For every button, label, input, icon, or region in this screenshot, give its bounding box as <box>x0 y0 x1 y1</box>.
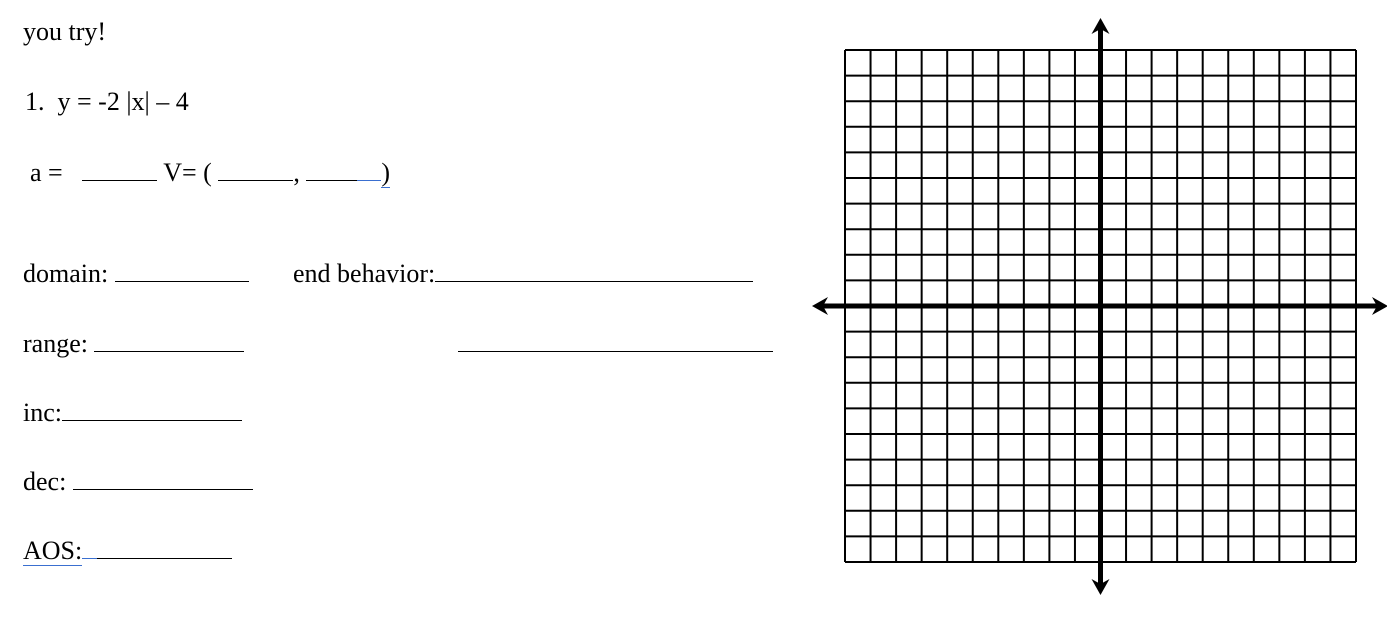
range-label: range: <box>23 329 88 358</box>
problem-number: 1. <box>25 87 45 116</box>
end-behavior-label: end behavior: <box>293 259 436 288</box>
range-row: range: <box>23 327 245 359</box>
dec-row: dec: <box>23 465 253 497</box>
dec-blank[interactable] <box>72 465 253 490</box>
parameters-row: a = V= ( , ) <box>30 156 391 188</box>
domain-row: domain: <box>23 257 249 289</box>
range-blank[interactable] <box>94 327 245 352</box>
y-axis-up-arrow-icon <box>1091 18 1110 34</box>
inc-blank[interactable] <box>62 396 242 421</box>
a-label: a = <box>30 158 63 187</box>
problem-1: 1. y = -2 |x| – 4 <box>25 87 189 117</box>
inc-label: inc: <box>23 398 62 427</box>
end-behavior-row: end behavior: <box>293 257 754 289</box>
end-behavior-row-2 <box>458 327 773 359</box>
end-behavior-blank-2[interactable] <box>458 327 773 352</box>
y-axis-down-arrow-icon <box>1091 579 1110 595</box>
problem-equation: y = -2 |x| – 4 <box>57 87 189 116</box>
vertex-x-blank[interactable] <box>218 156 294 181</box>
aos-label: AOS: <box>23 536 83 566</box>
end-behavior-blank-1[interactable] <box>435 257 754 282</box>
vertex-comma: , <box>293 158 300 187</box>
vertex-close: ) <box>381 158 391 188</box>
a-blank[interactable] <box>82 156 158 181</box>
x-axis-right-arrow-icon <box>1372 297 1387 315</box>
x-axis-left-arrow-icon <box>812 297 828 315</box>
vertex-y-blank[interactable] <box>306 157 382 181</box>
worksheet-heading: you try! <box>23 17 107 46</box>
aos-blank[interactable] <box>82 535 233 559</box>
vertex-label: V= ( <box>163 158 212 187</box>
domain-label: domain: <box>23 259 109 288</box>
dec-label: dec: <box>23 467 67 496</box>
domain-blank[interactable] <box>114 257 249 282</box>
inc-row: inc: <box>23 396 242 428</box>
aos-row: AOS: <box>23 535 233 566</box>
